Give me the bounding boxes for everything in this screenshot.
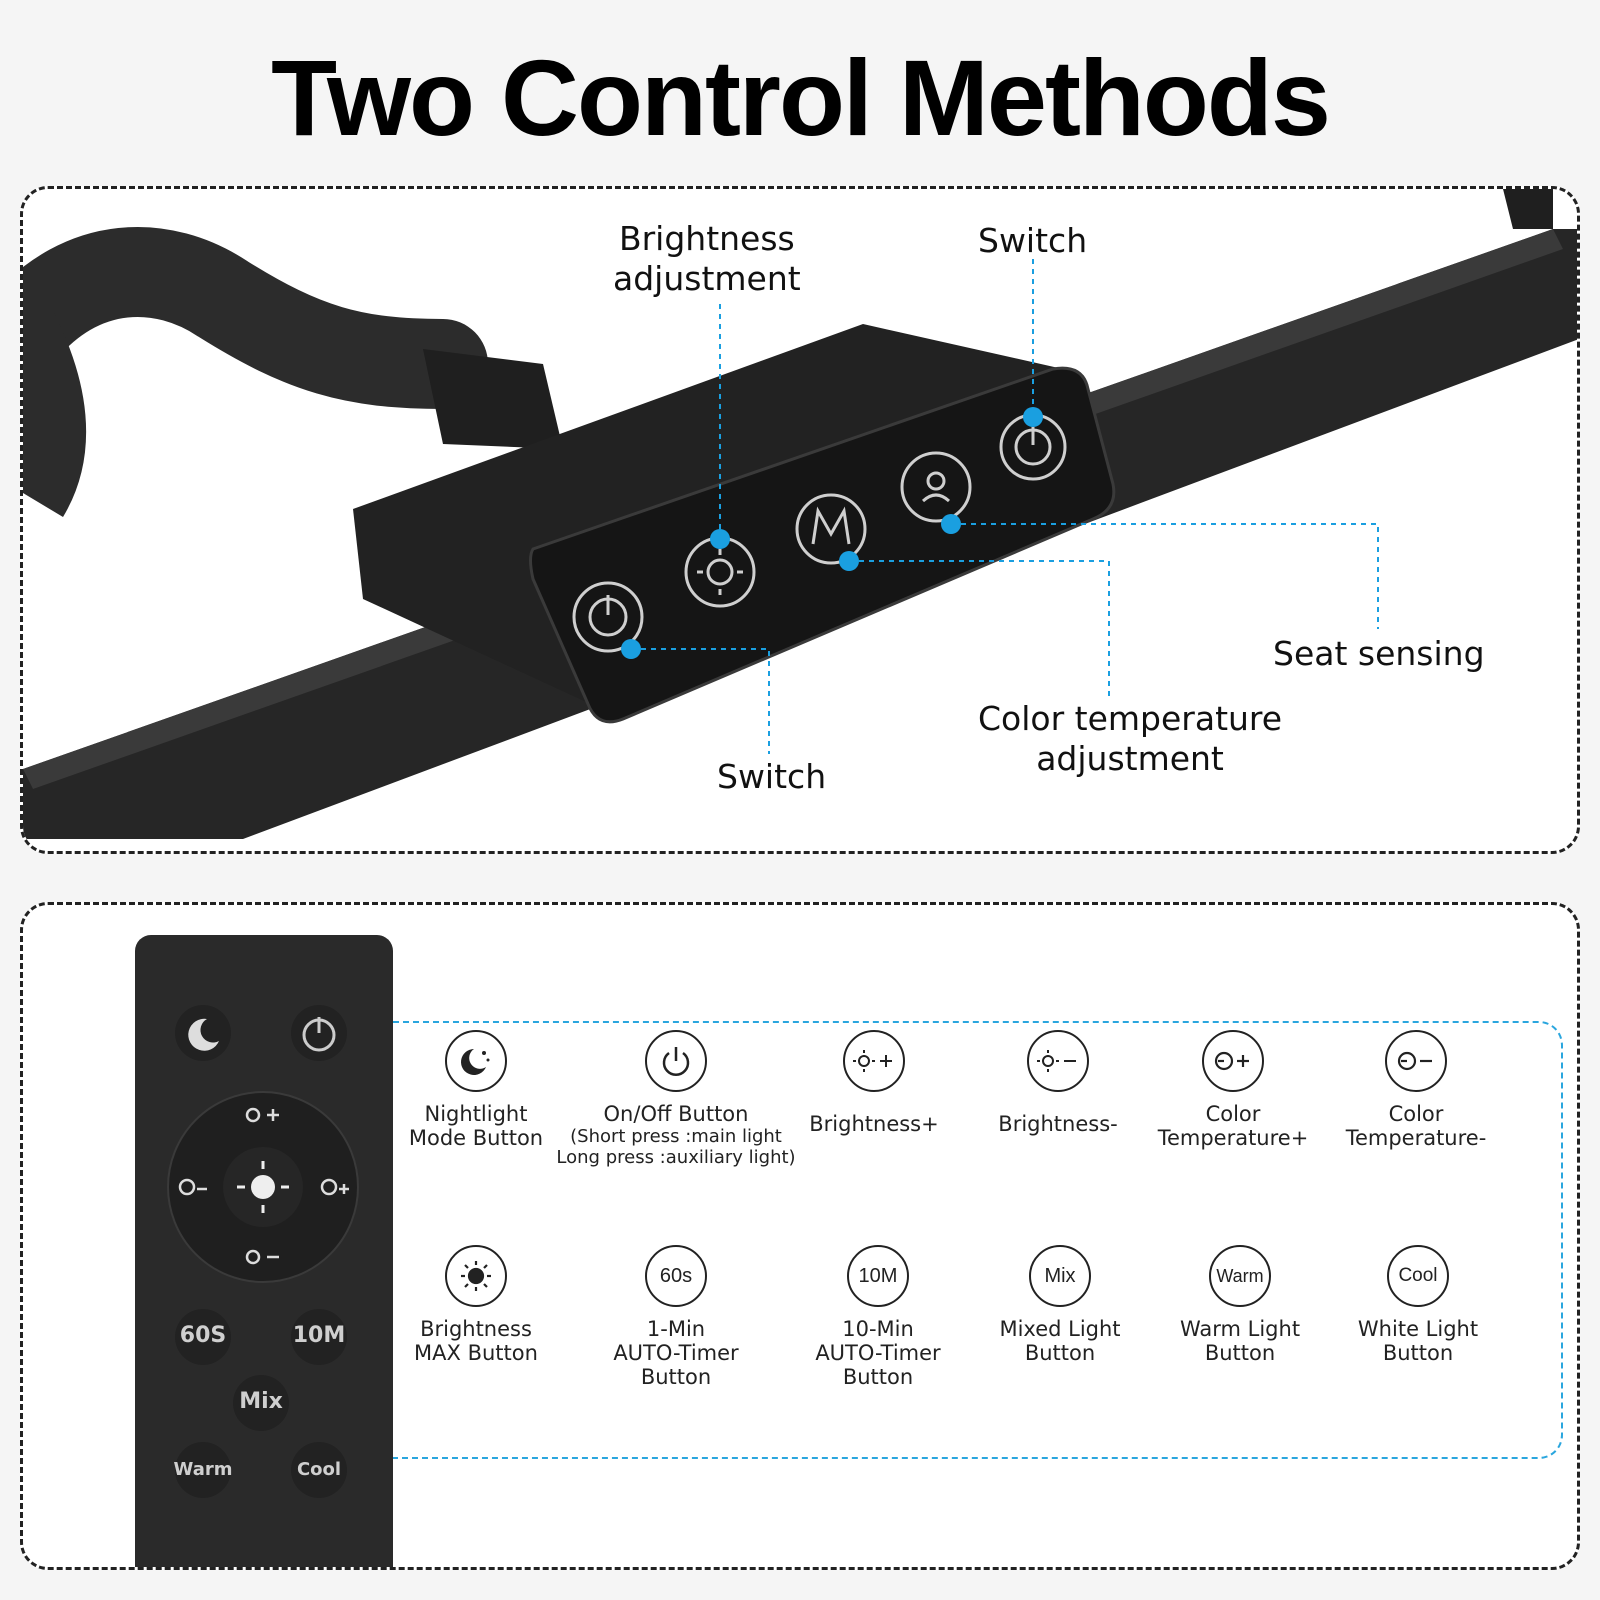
remote-60s-button[interactable]: 60S (179, 1323, 227, 1348)
remote-temp-minus-button[interactable] (178, 1178, 207, 1196)
legend-brightness-plus: Brightness+ (759, 1030, 989, 1136)
power-icon (645, 1030, 707, 1092)
temp-plus-icon (1202, 1030, 1264, 1092)
timer-60s-icon: 60s (645, 1245, 707, 1307)
warm-icon: Warm (1209, 1245, 1271, 1307)
legend-temp-minus: Color Temperature- (1301, 1030, 1531, 1150)
page-title: Two Control Methods (271, 37, 1331, 158)
remote-warm-button[interactable]: Warm (173, 1459, 233, 1480)
callout-seat-sensing: Seat sensing (1273, 634, 1485, 673)
touch-power-button-left[interactable] (572, 581, 644, 653)
remote-mix-button[interactable]: Mix (239, 1389, 283, 1414)
callout-switch-bottom: Switch (717, 757, 827, 796)
remote-power-button[interactable] (302, 1017, 336, 1052)
legend-warm: Warm Warm Light Button (1125, 1245, 1355, 1365)
remote-brightness-plus-button[interactable] (245, 1107, 279, 1123)
remote-nightlight-button[interactable] (188, 1018, 219, 1051)
legend-nightlight: Nightlight Mode Button (361, 1030, 591, 1150)
remote-control: 60S 10M Mix Warm Cool (135, 935, 393, 1567)
remote-brightness-max-button[interactable] (237, 1161, 289, 1213)
callout-switch-top: Switch (978, 221, 1088, 260)
cool-icon: Cool (1387, 1245, 1449, 1307)
legend-onoff: On/Off Button (Short press :main light L… (551, 1030, 801, 1168)
touch-mode-button[interactable] (795, 493, 867, 565)
legend-mix: Mix Mixed Light Button (945, 1245, 1175, 1365)
sun-max-icon (445, 1245, 507, 1307)
callout-brightness: Brightness adjustment (613, 219, 801, 298)
legend-temp-plus: Color Temperature+ (1118, 1030, 1348, 1150)
callout-color-temperature: Color temperature adjustment (978, 699, 1283, 778)
remote-cool-button[interactable]: Cool (296, 1459, 342, 1480)
remote-control-panel: 60S 10M Mix Warm Cool Nightlight Mode Bu… (20, 902, 1580, 1570)
legend-brightness-max: Brightness MAX Button (361, 1245, 591, 1365)
legend-cool: Cool White Light Button (1303, 1245, 1533, 1365)
remote-10m-button[interactable]: 10M (292, 1323, 346, 1348)
legend-60s-timer: 60s 1-Min AUTO-Timer Button (561, 1245, 791, 1389)
sun-plus-icon (843, 1030, 905, 1092)
legend-frame (393, 1021, 1563, 1459)
sun-minus-icon (1027, 1030, 1089, 1092)
legend-brightness-minus: Brightness- (943, 1030, 1173, 1136)
legend-10m-timer: 10M 10-Min AUTO-Timer Button (763, 1245, 993, 1389)
remote-temp-plus-button[interactable] (320, 1178, 349, 1196)
touch-control-panel: Brightness adjustment Switch Seat sensin… (20, 186, 1580, 854)
remote-brightness-minus-button[interactable] (245, 1249, 279, 1265)
mix-icon: Mix (1029, 1245, 1091, 1307)
temp-minus-icon (1385, 1030, 1447, 1092)
lamp-illustration (23, 189, 1577, 839)
touch-seat-sensor[interactable] (900, 451, 972, 523)
moon-stars-icon (445, 1030, 507, 1092)
timer-10m-icon: 10M (847, 1245, 909, 1307)
